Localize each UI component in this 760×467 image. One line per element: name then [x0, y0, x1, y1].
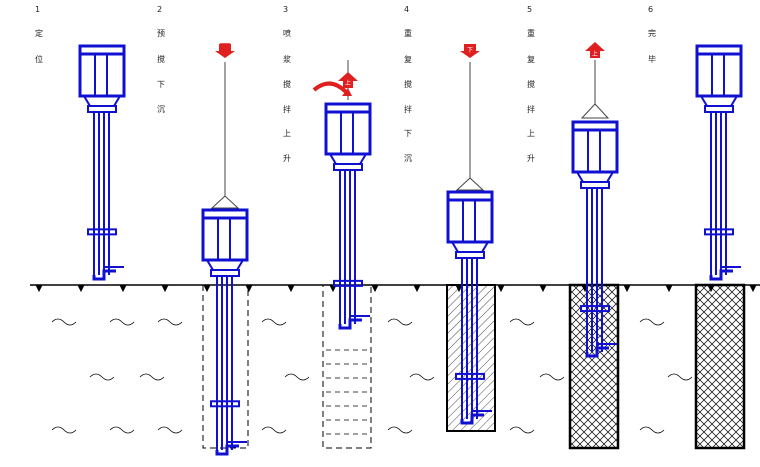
svg-text:下: 下 [404, 129, 412, 138]
svg-text:搅: 搅 [527, 79, 535, 89]
svg-text:位: 位 [35, 54, 43, 64]
svg-text:1: 1 [35, 5, 40, 14]
ground-ticks [35, 284, 757, 293]
column-step5 [568, 283, 620, 450]
machine-step5 [571, 120, 619, 358]
svg-text:搅: 搅 [404, 79, 412, 89]
hole-step2 [202, 284, 249, 449]
svg-text:5: 5 [527, 5, 532, 14]
machine-step4 [446, 190, 494, 425]
svg-text:上: 上 [592, 50, 598, 58]
step-label-1: 1 定 位 [35, 5, 43, 64]
svg-text:上: 上 [527, 129, 535, 138]
step-label-4: 4 重 复 搅 拌 下 沉 [404, 5, 412, 163]
soil-marks [51, 318, 693, 434]
svg-text:3: 3 [283, 5, 288, 14]
svg-text:预: 预 [157, 28, 165, 38]
slurry-dashes-step3 [326, 349, 368, 435]
step-label-3: 3 喷 浆 搅 拌 上 升 [283, 5, 291, 163]
svg-text:复: 复 [404, 54, 412, 64]
arrow-down-step4: 下 [460, 44, 480, 58]
svg-text:搅: 搅 [157, 54, 165, 64]
machine-step1 [78, 44, 126, 281]
svg-text:重: 重 [404, 28, 412, 38]
svg-text:浆: 浆 [283, 54, 291, 64]
svg-text:上: 上 [283, 129, 291, 138]
arrow-up-step3: 上 [312, 72, 358, 96]
column-step6 [694, 283, 746, 450]
svg-text:4: 4 [404, 5, 409, 14]
step-label-6: 6 完 毕 [648, 5, 656, 64]
svg-text:毕: 毕 [648, 54, 656, 64]
svg-text:升: 升 [527, 154, 535, 163]
svg-text:喷: 喷 [283, 28, 291, 38]
arrow-down-step2: 下 [215, 42, 235, 58]
hole-step3 [322, 284, 372, 449]
step-label-5: 5 重 复 搅 拌 上 升 [527, 5, 535, 163]
svg-text:2: 2 [157, 5, 162, 14]
svg-text:搅: 搅 [283, 79, 291, 89]
machine-step3 [324, 102, 372, 330]
svg-text:6: 6 [648, 5, 653, 14]
step-label-2: 2 预 搅 下 沉 [157, 5, 165, 114]
svg-text:下: 下 [157, 80, 165, 89]
svg-text:重: 重 [527, 28, 535, 38]
svg-text:上: 上 [345, 79, 351, 87]
svg-text:下: 下 [220, 42, 231, 55]
svg-text:复: 复 [527, 54, 535, 64]
svg-text:完: 完 [648, 28, 656, 38]
svg-text:沉: 沉 [157, 105, 165, 114]
machine-step6 [695, 44, 743, 281]
svg-text:升: 升 [283, 154, 291, 163]
svg-text:拌: 拌 [404, 104, 412, 114]
svg-text:定: 定 [35, 28, 43, 38]
arrow-up-step5: 上 [585, 42, 605, 58]
svg-text:下: 下 [467, 47, 473, 54]
svg-text:沉: 沉 [404, 154, 412, 163]
machine-step2 [201, 208, 249, 456]
svg-text:拌: 拌 [283, 104, 291, 114]
svg-text:拌: 拌 [527, 104, 535, 114]
